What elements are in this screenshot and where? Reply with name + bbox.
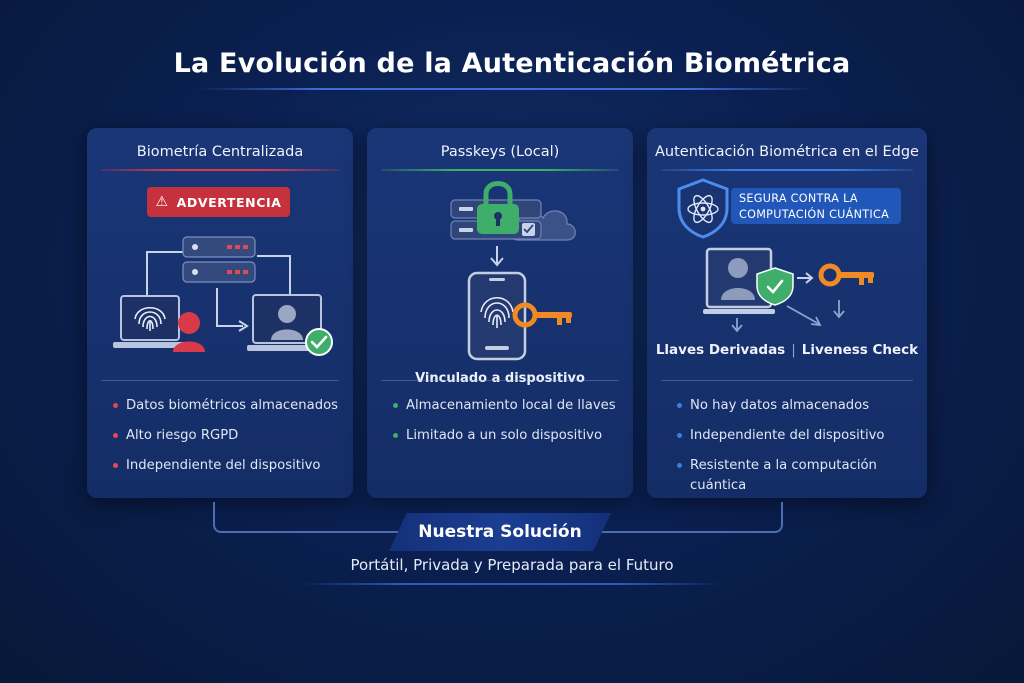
bullet-text: Limitado a un solo dispositivo (406, 428, 603, 444)
list-item: Independiente del dispositivo (677, 426, 913, 445)
check-icon (305, 328, 333, 356)
card-separator (381, 380, 619, 381)
title-underline (198, 88, 814, 90)
bullet-list: Datos biométricos almacenados Alto riesg… (113, 396, 339, 486)
bullet-text: No hay datos almacenados (690, 398, 870, 413)
linked-device-label: Vinculado a dispositivo (415, 371, 585, 386)
list-item: Limitado a un solo dispositivo (393, 426, 619, 445)
card-title: Passkeys (Local) (440, 144, 560, 160)
bullet-list: No hay datos almacenados Independiente d… (677, 396, 913, 507)
bullet-text: Datos biométricos almacenados (126, 398, 339, 413)
label-separator: | (791, 342, 796, 358)
card-title-underline (661, 169, 913, 171)
edge-feature-labels: Llaves Derivadas | Liveness Check (647, 342, 927, 358)
key-icon (512, 302, 572, 328)
list-item: Independiente del dispositivo (113, 456, 339, 475)
card-edge-biometrics: Autenticación Biométrica en el Edge SEGU… (647, 128, 927, 498)
list-item: Alto riesgo RGPD (113, 426, 339, 445)
list-item: Resistente a la computación cuántica (677, 456, 913, 496)
warning-badge-label: ADVERTENCIA (176, 194, 282, 210)
quantum-safe-line2: COMPUTACIÓN CUÁNTICA (739, 208, 890, 222)
bullet-dot (677, 403, 682, 408)
list-item: Almacenamiento local de llaves (393, 396, 619, 415)
key-icon (818, 263, 874, 287)
phone-fingerprint-icon (467, 271, 527, 361)
bullet-dot (113, 403, 118, 408)
liveness-check-label: Liveness Check (801, 342, 919, 358)
card-separator (101, 380, 339, 381)
passkeys-diagram (450, 181, 576, 361)
quantum-safe-badge: SEGURA CONTRA LA COMPUTACIÓN CUÁNTICA (675, 178, 901, 239)
bullet-list: Almacenamiento local de llaves Limitado … (393, 396, 619, 456)
solution-banner: Nuestra Solución (389, 513, 611, 551)
bullet-text: Almacenamiento local de llaves (406, 398, 616, 413)
bullet-dot (677, 433, 682, 439)
page-title: La Evolución de la Autenticación Biométr… (173, 48, 851, 79)
bullet-text: Independiente del dispositivo (126, 458, 321, 474)
card-passkeys: Passkeys (Local) (367, 128, 633, 498)
bullet-text: Independiente del dispositivo (690, 428, 885, 444)
card-title: Biometría Centralizada (136, 144, 304, 160)
list-item: No hay datos almacenados (677, 396, 913, 415)
warning-icon: ⚠ (155, 194, 169, 210)
subtitle-underline (300, 583, 722, 585)
bullet-dot (393, 433, 398, 439)
bullet-dot (113, 433, 118, 439)
quantum-safe-line1: SEGURA CONTRA LA (739, 192, 858, 205)
centralized-diagram (113, 236, 333, 356)
card-title: Autenticación Biométrica en el Edge (655, 144, 919, 160)
card-centralized-biometrics: Biometría Centralizada ⚠ ADVERTENCIA (87, 128, 353, 498)
quantum-safe-label: SEGURA CONTRA LA COMPUTACIÓN CUÁNTICA (731, 188, 901, 224)
laptop-fingerprint-icon (113, 295, 187, 348)
bullet-text: Alto riesgo RGPD (126, 428, 239, 444)
card-title-underline (381, 169, 619, 171)
bullet-text: Resistente a la computación cuántica (690, 458, 877, 494)
server-icon (182, 236, 256, 283)
edge-diagram (703, 247, 874, 333)
bullet-dot (393, 403, 398, 408)
monitor-user-icon (703, 247, 775, 314)
derived-keys-label: Llaves Derivadas (655, 342, 786, 358)
bullet-dot (113, 463, 118, 469)
person-icon (173, 312, 205, 352)
card-separator (661, 380, 913, 381)
solution-subtitle: Portátil, Privada y Preparada para el Fu… (350, 556, 674, 574)
shield-atom-icon (677, 178, 729, 239)
card-title-underline (101, 169, 339, 171)
shield-check-icon (756, 267, 794, 306)
list-item: Datos biométricos almacenados (113, 396, 339, 415)
lock-icon (477, 181, 519, 234)
bullet-dot (677, 463, 682, 469)
warning-badge: ⚠ ADVERTENCIA (147, 187, 290, 217)
